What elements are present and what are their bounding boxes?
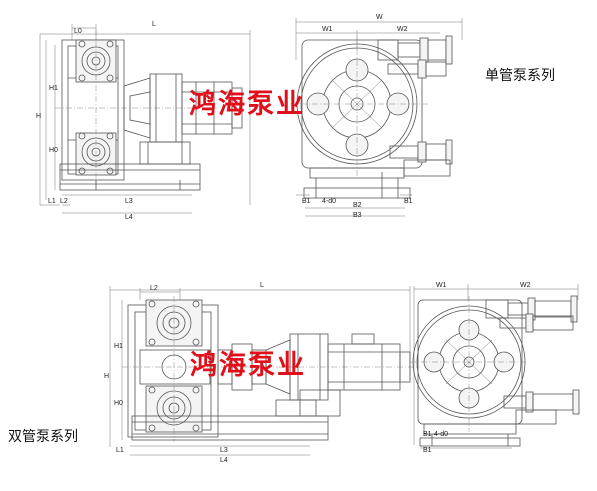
dim-H1: H1 — [49, 85, 58, 92]
dim-L2: L2 — [150, 285, 158, 292]
dim-B1-upper: B1 — [423, 431, 432, 438]
dim-B1-left: B1 — [302, 198, 311, 205]
dim-L4: L4 — [220, 457, 228, 464]
dim-H: H — [104, 373, 109, 380]
dim-B1-right: B1 — [404, 198, 413, 205]
single-pump-front-view: L L0 H H1 H0 L1 L2 L3 L4 — [36, 21, 251, 221]
dim-L4: L4 — [125, 214, 133, 221]
dim-H0: H0 — [114, 400, 123, 407]
dim-L: L — [152, 21, 156, 28]
dim-W1: W1 — [436, 282, 447, 289]
double-pump-front-view: L L2 H H1 H0 L1 L3 L4 — [104, 282, 420, 464]
dim-L2: L2 — [60, 198, 68, 205]
single-tube-series-label: 单管泵系列 — [485, 68, 555, 84]
dim-B2: B2 — [353, 202, 362, 209]
bolt-spec: 4-d0 — [434, 431, 448, 438]
dim-H1: H1 — [114, 343, 123, 350]
single-pump-side-view: W W1 W2 B1 B1 4-d0 B2 B3 — [290, 14, 463, 219]
dim-L3: L3 — [220, 447, 228, 454]
dim-L1: L1 — [48, 198, 56, 205]
watermark-bottom: 鸿海泵业 — [190, 350, 306, 381]
dim-W2: W2 — [397, 26, 408, 33]
double-pump-side-view: W1 W2 B1 B1 4-d0 — [410, 282, 580, 454]
dim-L0: L0 — [74, 28, 82, 35]
dim-H: H — [36, 113, 41, 120]
dim-H0: H0 — [49, 147, 58, 154]
dim-B3: B3 — [353, 212, 362, 219]
dim-L1: L1 — [116, 447, 124, 454]
dim-B1-lower: B1 — [423, 447, 432, 454]
dim-L: L — [260, 282, 264, 289]
dim-L3: L3 — [125, 198, 133, 205]
watermark-top: 鸿海泵业 — [189, 89, 305, 120]
dim-W1: W1 — [322, 26, 333, 33]
bolt-spec: 4-d0 — [322, 198, 336, 205]
dim-W: W — [376, 14, 383, 21]
dim-W2: W2 — [520, 282, 531, 289]
double-tube-series-label: 双管泵系列 — [8, 429, 78, 445]
